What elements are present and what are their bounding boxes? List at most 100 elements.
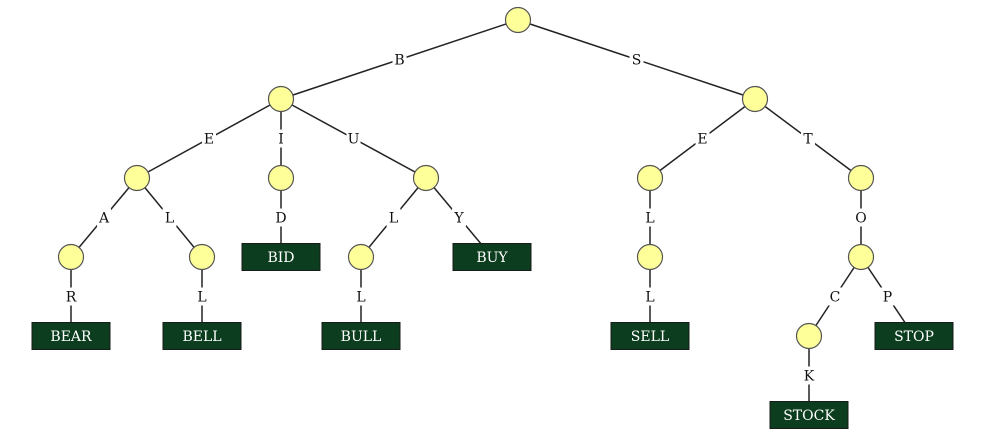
- leaf-word-label: BUY: [476, 250, 508, 266]
- edge-label-background: [828, 287, 842, 306]
- edge-label-group-ST: T: [801, 129, 815, 148]
- trie-node-bi: [267, 164, 295, 192]
- edge-label-background: [392, 50, 407, 69]
- edge-label-background: [801, 129, 815, 148]
- edge-label-group-SE: E: [695, 129, 710, 148]
- trie-node-root: [504, 6, 532, 34]
- edge-label-group-BULL: L: [354, 287, 368, 306]
- edge-label-background: [854, 208, 868, 227]
- trie-node-stoc: [795, 322, 823, 350]
- edge-label-background: [162, 208, 177, 227]
- trie-node-be: [123, 164, 151, 192]
- leaf-box: [610, 322, 690, 350]
- trie-node-bul: [347, 243, 375, 271]
- edge-label-S: S: [632, 53, 642, 69]
- edge-label-background: [643, 208, 657, 227]
- edge-label-background: [695, 129, 710, 148]
- edge-label-background: [97, 208, 111, 227]
- edge-label-group-SEL: L: [643, 208, 657, 227]
- leaf-word-label: SELL: [631, 329, 669, 345]
- leaf-word-bell: BELL: [162, 322, 242, 350]
- edge-label-group-STOCK: K: [802, 366, 816, 385]
- edge-label-BEL: L: [165, 211, 174, 227]
- edge-label-group-BUY: Y: [452, 208, 466, 227]
- leaf-word-label: STOCK: [783, 408, 835, 424]
- trie-node-se: [636, 164, 664, 192]
- edge-label-background: [802, 366, 816, 385]
- edge-label-group-BI: I: [274, 129, 288, 148]
- leaf-box: [874, 322, 954, 350]
- edge-label-BU: U: [348, 132, 360, 148]
- leaf-word-label: BULL: [341, 329, 382, 345]
- edge-label-background: [195, 287, 209, 306]
- edge-label-group-BUL: L: [386, 208, 401, 227]
- edge-label-ST: T: [803, 132, 813, 148]
- edge-label-group-BELL: L: [195, 287, 209, 306]
- leaf-word-sell: SELL: [610, 322, 690, 350]
- trie-node-bea: [57, 243, 85, 271]
- edge-label-STO: O: [855, 211, 866, 227]
- leaf-box: [321, 322, 401, 350]
- edge-label-background: [354, 287, 368, 306]
- edge-label-background: [274, 129, 288, 148]
- edge-label-background: [629, 50, 644, 69]
- edge-label-group-BEAR: R: [64, 287, 78, 306]
- edge-label-BI: I: [278, 132, 284, 148]
- edge-label-background: [880, 287, 895, 306]
- edge-label-SEL: L: [645, 211, 654, 227]
- edge-label-STOC: C: [830, 290, 841, 306]
- edge-label-BELL: L: [197, 290, 206, 306]
- edge-label-background: [346, 129, 361, 148]
- edge-label-group-BE: E: [202, 129, 216, 148]
- leaf-box: [241, 243, 321, 271]
- leaf-word-bear: BEAR: [31, 322, 111, 350]
- trie-node-sto: [847, 243, 875, 271]
- edge-label-group-STOC: C: [828, 287, 842, 306]
- edge-label-background: [274, 208, 288, 227]
- edge-label-background: [452, 208, 466, 227]
- leaf-word-bull: BULL: [321, 322, 401, 350]
- trie-node-b: [267, 85, 295, 113]
- edge-label-STOCK: K: [804, 369, 815, 385]
- trie-node-bel: [188, 243, 216, 271]
- edge-label-BUY: Y: [453, 211, 464, 227]
- edge-label-BEAR: R: [66, 290, 77, 306]
- edge-label-STOP: P: [883, 290, 892, 306]
- edge-label-group-BU: U: [346, 129, 361, 148]
- edge-labels-layer: B S E I U A L R L D L Y L E T L L O C P K: [64, 50, 895, 385]
- edge-label-BID: D: [275, 211, 286, 227]
- leaf-word-label: BID: [267, 250, 294, 266]
- edge-label-background: [386, 208, 401, 227]
- edge-label-background: [202, 129, 216, 148]
- edge-label-group-B: B: [392, 50, 407, 69]
- trie-node-sel: [636, 243, 664, 271]
- edge-label-B: B: [394, 53, 404, 69]
- leaf-box: [452, 243, 532, 271]
- edge-label-background: [643, 287, 657, 306]
- edge-label-group-SELL: L: [643, 287, 657, 306]
- leaf-word-stop: STOP: [874, 322, 954, 350]
- leaf-box: [31, 322, 111, 350]
- leaf-word-bid: BID: [241, 243, 321, 271]
- edges-layer: [70, 19, 915, 415]
- leaf-word-label: BEAR: [50, 329, 92, 345]
- edge-label-BE: E: [204, 132, 214, 148]
- leaf-word-buy: BUY: [452, 243, 532, 271]
- edge-label-group-BID: D: [274, 208, 288, 227]
- edge-label-SE: E: [697, 132, 707, 148]
- edge-label-group-S: S: [629, 50, 644, 69]
- leaf-box: [162, 322, 242, 350]
- edge-label-SELL: L: [645, 290, 654, 306]
- edge-label-group-BEL: L: [162, 208, 177, 227]
- edge-label-BULL: L: [356, 290, 365, 306]
- trie-node-bu: [412, 164, 440, 192]
- edge-label-group-STO: O: [854, 208, 868, 227]
- trie-node-st: [847, 164, 875, 192]
- edge-label-group-STOP: P: [880, 287, 895, 306]
- edge-label-group-BEA: A: [97, 208, 111, 227]
- leaf-word-label: STOP: [894, 329, 934, 345]
- leaf-word-label: BELL: [182, 329, 221, 345]
